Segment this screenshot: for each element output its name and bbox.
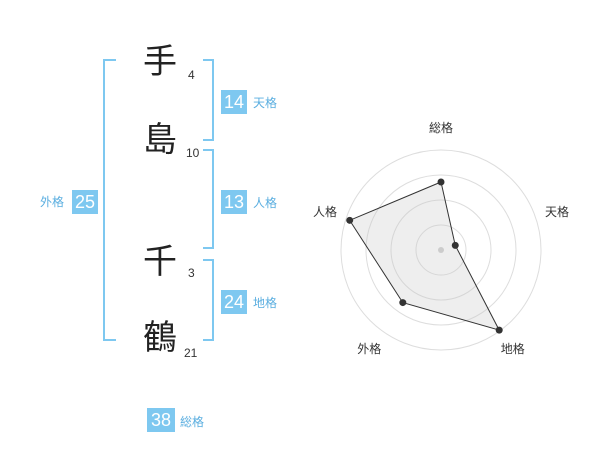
soukaku-label: 総格 <box>180 415 205 429</box>
jinkaku-label: 人格 <box>253 196 278 210</box>
radar-polygon <box>348 181 501 331</box>
radar-point-3 <box>399 299 407 307</box>
soukaku-badge: 38 <box>147 408 175 432</box>
radar-label-0: 総格 <box>429 121 454 135</box>
name-char-1: 手 <box>143 42 177 82</box>
radar-point-4 <box>346 216 354 224</box>
radar-ring-2 <box>390 199 492 301</box>
gaikaku-label: 外格 <box>40 195 65 209</box>
stroke-count-3: 3 <box>188 266 195 280</box>
radar-label-4: 人格 <box>312 205 337 220</box>
tenkaku-badge: 14 <box>221 90 247 114</box>
stroke-count-2: 10 <box>186 146 200 160</box>
radar-label-1: 天格 <box>545 205 570 220</box>
radar-point-1 <box>451 241 459 249</box>
name-char-2: 島 <box>143 120 177 160</box>
tenkaku-label: 天格 <box>253 96 278 110</box>
radar-point-0 <box>437 178 445 186</box>
radar-ring-1 <box>415 224 467 276</box>
radar-label-3: 外格 <box>357 341 382 356</box>
radar-point-2 <box>495 326 503 334</box>
name-char-3: 千 <box>143 242 177 282</box>
radar-center <box>438 247 444 253</box>
radar-ring-3 <box>365 174 517 326</box>
radar-label-2: 地格 <box>500 341 525 356</box>
gaikaku-bracket <box>103 59 116 341</box>
jinkaku-badge: 13 <box>221 190 247 214</box>
chikaku-label: 地格 <box>253 296 278 310</box>
tenkaku-bracket <box>203 59 214 141</box>
gaikaku-badge: 25 <box>72 190 98 214</box>
chikaku-badge: 24 <box>221 290 247 314</box>
stroke-count-1: 4 <box>188 68 195 82</box>
chikaku-bracket <box>203 259 214 341</box>
name-char-4: 鶴 <box>143 318 177 358</box>
jinkaku-bracket <box>203 149 214 249</box>
stroke-count-4: 21 <box>184 346 198 360</box>
radar-ring-4 <box>340 149 542 351</box>
